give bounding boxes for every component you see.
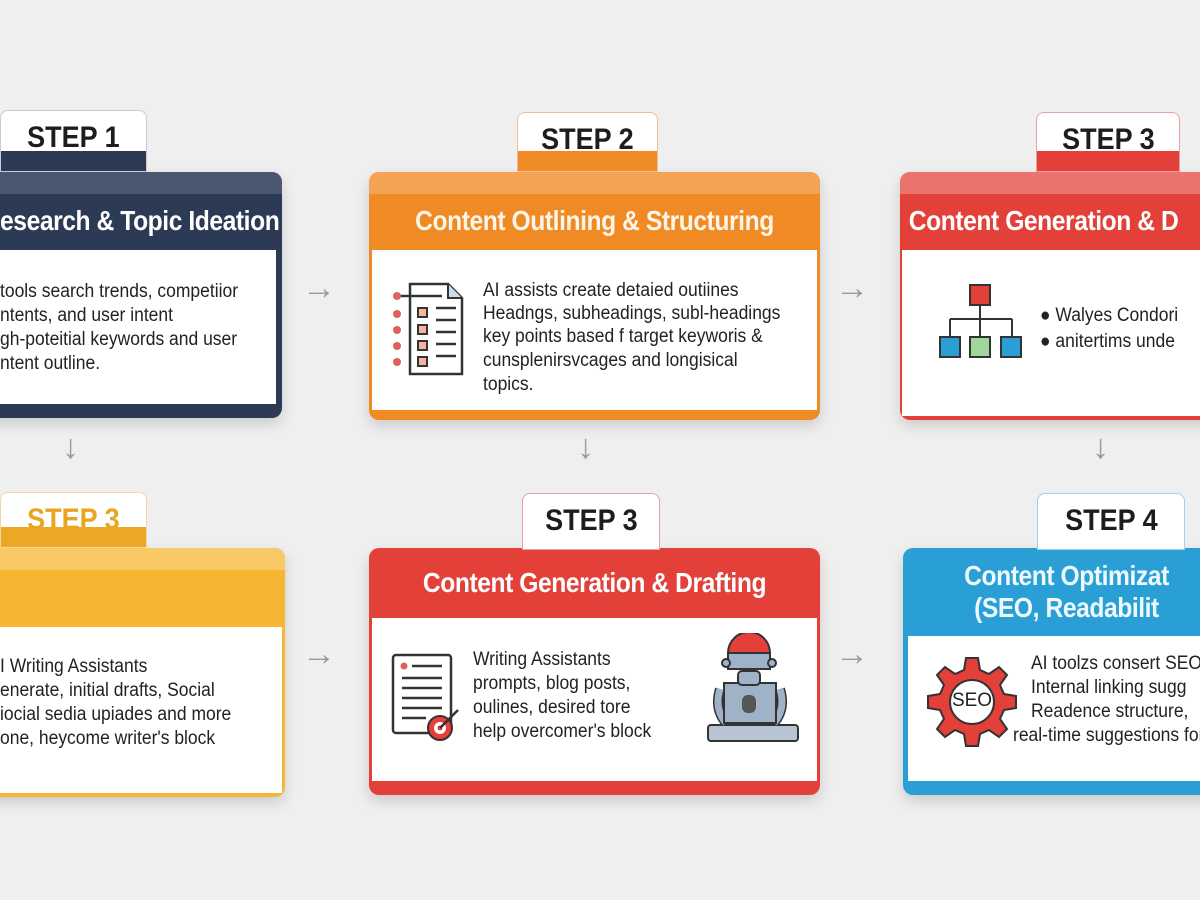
step2-line: topics. <box>483 374 534 395</box>
outline-document-icon <box>393 282 464 376</box>
step1-card: Research & Topic Ideation <box>0 172 282 418</box>
step4-card: Content Optimizat (SEO, Readabilit <box>903 548 1200 795</box>
robot-typing-icon <box>707 633 799 742</box>
arrow-down-icon: ↓ <box>62 428 79 466</box>
step2-tab: STEP 2 <box>517 112 658 172</box>
step1-line: tools search trends, competiior <box>0 281 239 302</box>
step3-drafting-title: Content Generation & Drafting <box>422 566 767 598</box>
step4-tab: STEP 4 <box>1037 493 1185 550</box>
arrow-right-icon: → <box>835 635 869 673</box>
step3-drafting-line: prompts, blog posts, <box>473 673 631 694</box>
step1-line: ntents, and user intent <box>0 305 173 326</box>
step3-drafting-line: Writing Assistants <box>473 649 611 670</box>
step3-card: Content Generation & D <box>900 172 1200 420</box>
arrow-down-icon: ↓ <box>577 428 594 466</box>
step3-bullet-text: Walyes Condori <box>1055 305 1179 326</box>
step1-title: Research & Topic Ideation <box>0 204 280 236</box>
step3-drafting-tab: STEP 3 <box>522 493 660 550</box>
step3-bullet-text: anitertims unde <box>1055 331 1175 352</box>
arrow-down-icon: ↓ <box>1092 428 1109 466</box>
step4-line: real-time suggestions for <box>1013 725 1200 746</box>
step4-line: Internal linking sugg <box>1031 677 1187 698</box>
arrow-right-icon: → <box>835 269 869 307</box>
step2-line: AI assists create detaied outiines <box>483 280 739 301</box>
step3-writing-card <box>0 548 285 797</box>
step4-label: STEP 4 <box>1064 504 1158 537</box>
step1-label: STEP 1 <box>27 121 120 154</box>
step3-writing-line: enerate, initial drafts, Social <box>0 680 215 701</box>
hierarchy-icon <box>939 284 1022 358</box>
step3-label: STEP 3 <box>1061 123 1155 156</box>
document-target-icon <box>391 653 459 741</box>
step3-writing-line: one, heycome writer's block <box>0 728 216 749</box>
step3-drafting-line: oulines, desired tore <box>473 697 631 718</box>
seo-label: SEO <box>951 690 993 711</box>
step2-line: key points based f target keyworis & <box>483 326 763 347</box>
step3-drafting-line: help overcomer's block <box>473 721 652 742</box>
step3-writing-tab: STEP 3 <box>0 492 147 548</box>
step3-drafting-label: STEP 3 <box>544 504 638 537</box>
step2-title: Content Outlining & Structuring <box>415 204 774 236</box>
arrow-right-icon: → <box>302 635 336 673</box>
step4-title: Content Optimizat (SEO, Readabilit <box>923 548 1200 636</box>
seo-gear-icon: SEO <box>924 654 1020 750</box>
step1-line: ntent outline. <box>0 353 101 374</box>
step3-tab: STEP 3 <box>1036 112 1180 172</box>
step3-bullet: ● anitertims unde <box>1040 331 1175 352</box>
step4-title-line2: (SEO, Readabilit <box>974 592 1159 623</box>
step2-line: cunsplenirsvcages and longisical <box>483 350 738 371</box>
step2-line: Headngs, subheadings, subl-headings <box>483 303 781 324</box>
step1-line: gh-poteitial keywords and user <box>0 329 238 350</box>
step2-label: STEP 2 <box>541 123 634 156</box>
step3-title: Content Generation & D <box>908 204 1179 236</box>
step3-writing-line: iocial sedia upiades and more <box>0 704 232 725</box>
step4-title-line1: Content Optimizat <box>964 559 1169 591</box>
step1-tab: STEP 1 <box>0 110 147 172</box>
step4-line: Readence structure, <box>1031 701 1189 722</box>
arrow-right-icon: → <box>302 269 336 307</box>
step3-writing-line: I Writing Assistants <box>0 656 148 677</box>
step3-bullet: ● Walyes Condori <box>1040 305 1179 326</box>
step4-line: AI toolzs consert SEO <box>1031 653 1200 674</box>
